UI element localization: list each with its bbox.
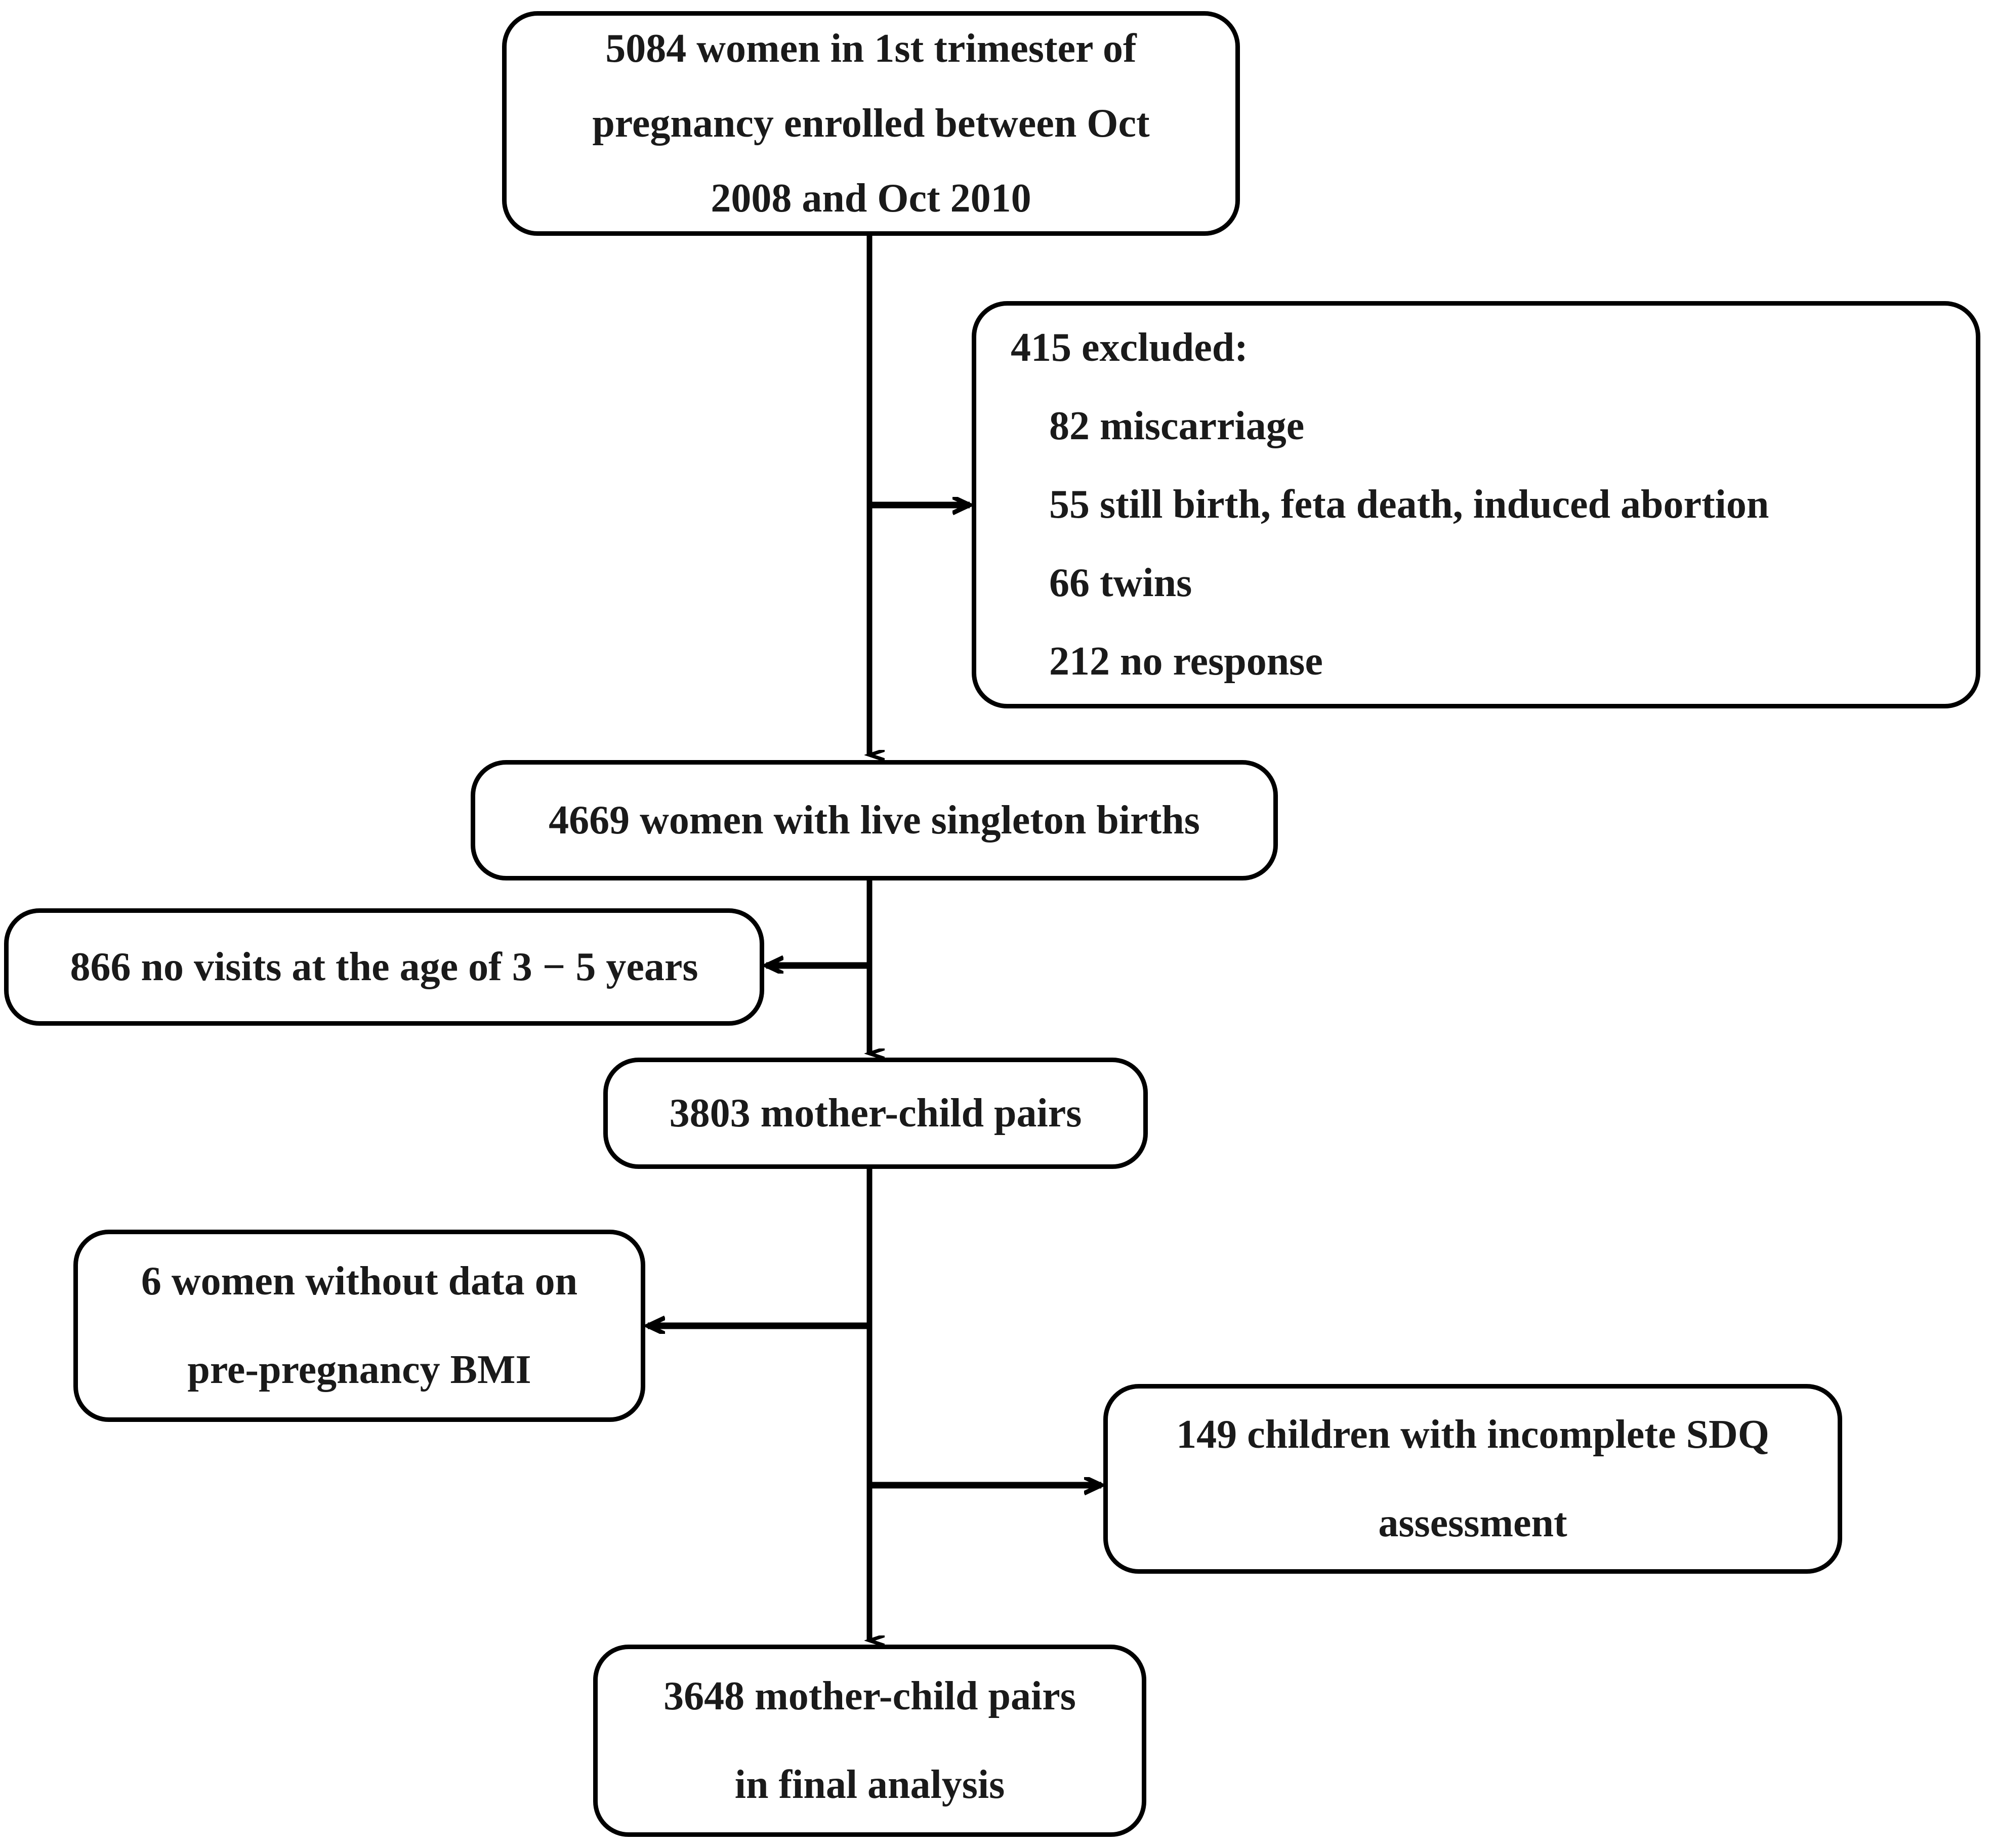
node-women-without-bmi: 6 women without data on pre-pregnancy BM… — [73, 1230, 645, 1422]
node-no-visits-age-3-5: 866 no visits at the age of 3 − 5 years — [4, 908, 764, 1026]
node-pairs-3803-line-1: 3803 mother-child pairs — [669, 1091, 1082, 1136]
node-final-analysis-pairs: 3648 mother-child pairs in final analysi… — [593, 1645, 1146, 1837]
node-mother-child-pairs-3803: 3803 mother-child pairs — [603, 1058, 1148, 1169]
node-final-line-1: 3648 mother-child pairs — [663, 1674, 1076, 1718]
node-enrolled-line-1: 5084 women in 1st trimester of — [605, 26, 1137, 71]
excluded-item-twins: 66 twins — [1049, 561, 1192, 605]
node-enrolled-line-2: pregnancy enrolled between Oct — [592, 101, 1150, 146]
node-enrolled-women: 5084 women in 1st trimester of pregnancy… — [502, 11, 1240, 236]
node-children-incomplete-sdq: 149 children with incomplete SDQ assessm… — [1103, 1384, 1842, 1574]
node-singleton-line-1: 4669 women with live singleton births — [549, 798, 1200, 843]
node-enrolled-line-3: 2008 and Oct 2010 — [711, 176, 1031, 221]
excluded-item-stillbirth: 55 still birth, feta death, induced abor… — [1049, 482, 1769, 527]
node-incomplete-sdq-line-2: assessment — [1378, 1500, 1567, 1545]
excluded-item-miscarriage: 82 miscarriage — [1049, 404, 1305, 448]
node-incomplete-sdq-line-1: 149 children with incomplete SDQ — [1176, 1412, 1769, 1457]
node-final-line-2: in final analysis — [734, 1762, 1005, 1807]
excluded-heading: 415 excluded: — [1011, 325, 1248, 370]
excluded-item-no-response: 212 no response — [1049, 639, 1323, 684]
node-excluded-summary: 415 excluded: 82 miscarriage 55 still bi… — [972, 301, 1980, 708]
node-no-visits-line-1: 866 no visits at the age of 3 − 5 years — [70, 945, 698, 989]
node-live-singleton-births: 4669 women with live singleton births — [471, 760, 1278, 880]
node-no-bmi-line-1: 6 women without data on — [141, 1259, 578, 1304]
node-no-bmi-line-2: pre-pregnancy BMI — [187, 1348, 531, 1392]
